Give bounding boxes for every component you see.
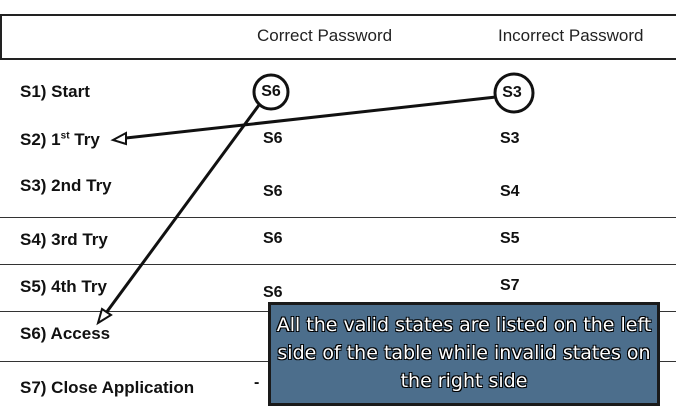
row-separator [0,217,676,218]
cell-s3-incorrect: S4 [500,183,520,200]
cell-s1-correct: S6 [261,83,281,100]
state-label-s5: S5) 4th Try [20,277,107,296]
s6-circle [252,73,290,111]
state-label-s1: S1) Start [20,82,90,101]
arrowhead-s2 [110,131,127,146]
arrow-to-s2 [125,95,497,140]
cell-s7-correct: - [254,374,260,391]
cell-s4-incorrect: S5 [500,230,520,247]
cell-s5-incorrect: S7 [500,277,520,294]
state-label-s7: S7) Close Application [20,378,195,397]
state-label-s4: S4) 3rd Try [20,230,108,249]
cell-s1-incorrect: S3 [502,84,522,101]
arrowhead-s6 [96,307,113,326]
cell-s5-correct: S6 [263,284,283,301]
arrow-to-s6 [104,104,261,314]
cell-s4-correct: S6 [263,230,283,247]
row-separator [0,264,676,265]
callout-note: All the valid states are listed on the l… [268,302,660,406]
column-header-incorrect: Incorrect Password [498,26,644,45]
state-label-s6: S6) Access [20,324,111,343]
column-header-correct: Correct Password [257,26,393,45]
cell-s3-correct: S6 [263,183,283,200]
state-label-s3: S3) 2nd Try [20,176,112,195]
state-label-s2: S2) 1st Try [20,130,100,149]
header-box [0,14,676,60]
cell-s2-incorrect: S3 [500,130,520,147]
cell-s2-correct: S6 [263,130,283,147]
s3-circle [493,72,535,114]
